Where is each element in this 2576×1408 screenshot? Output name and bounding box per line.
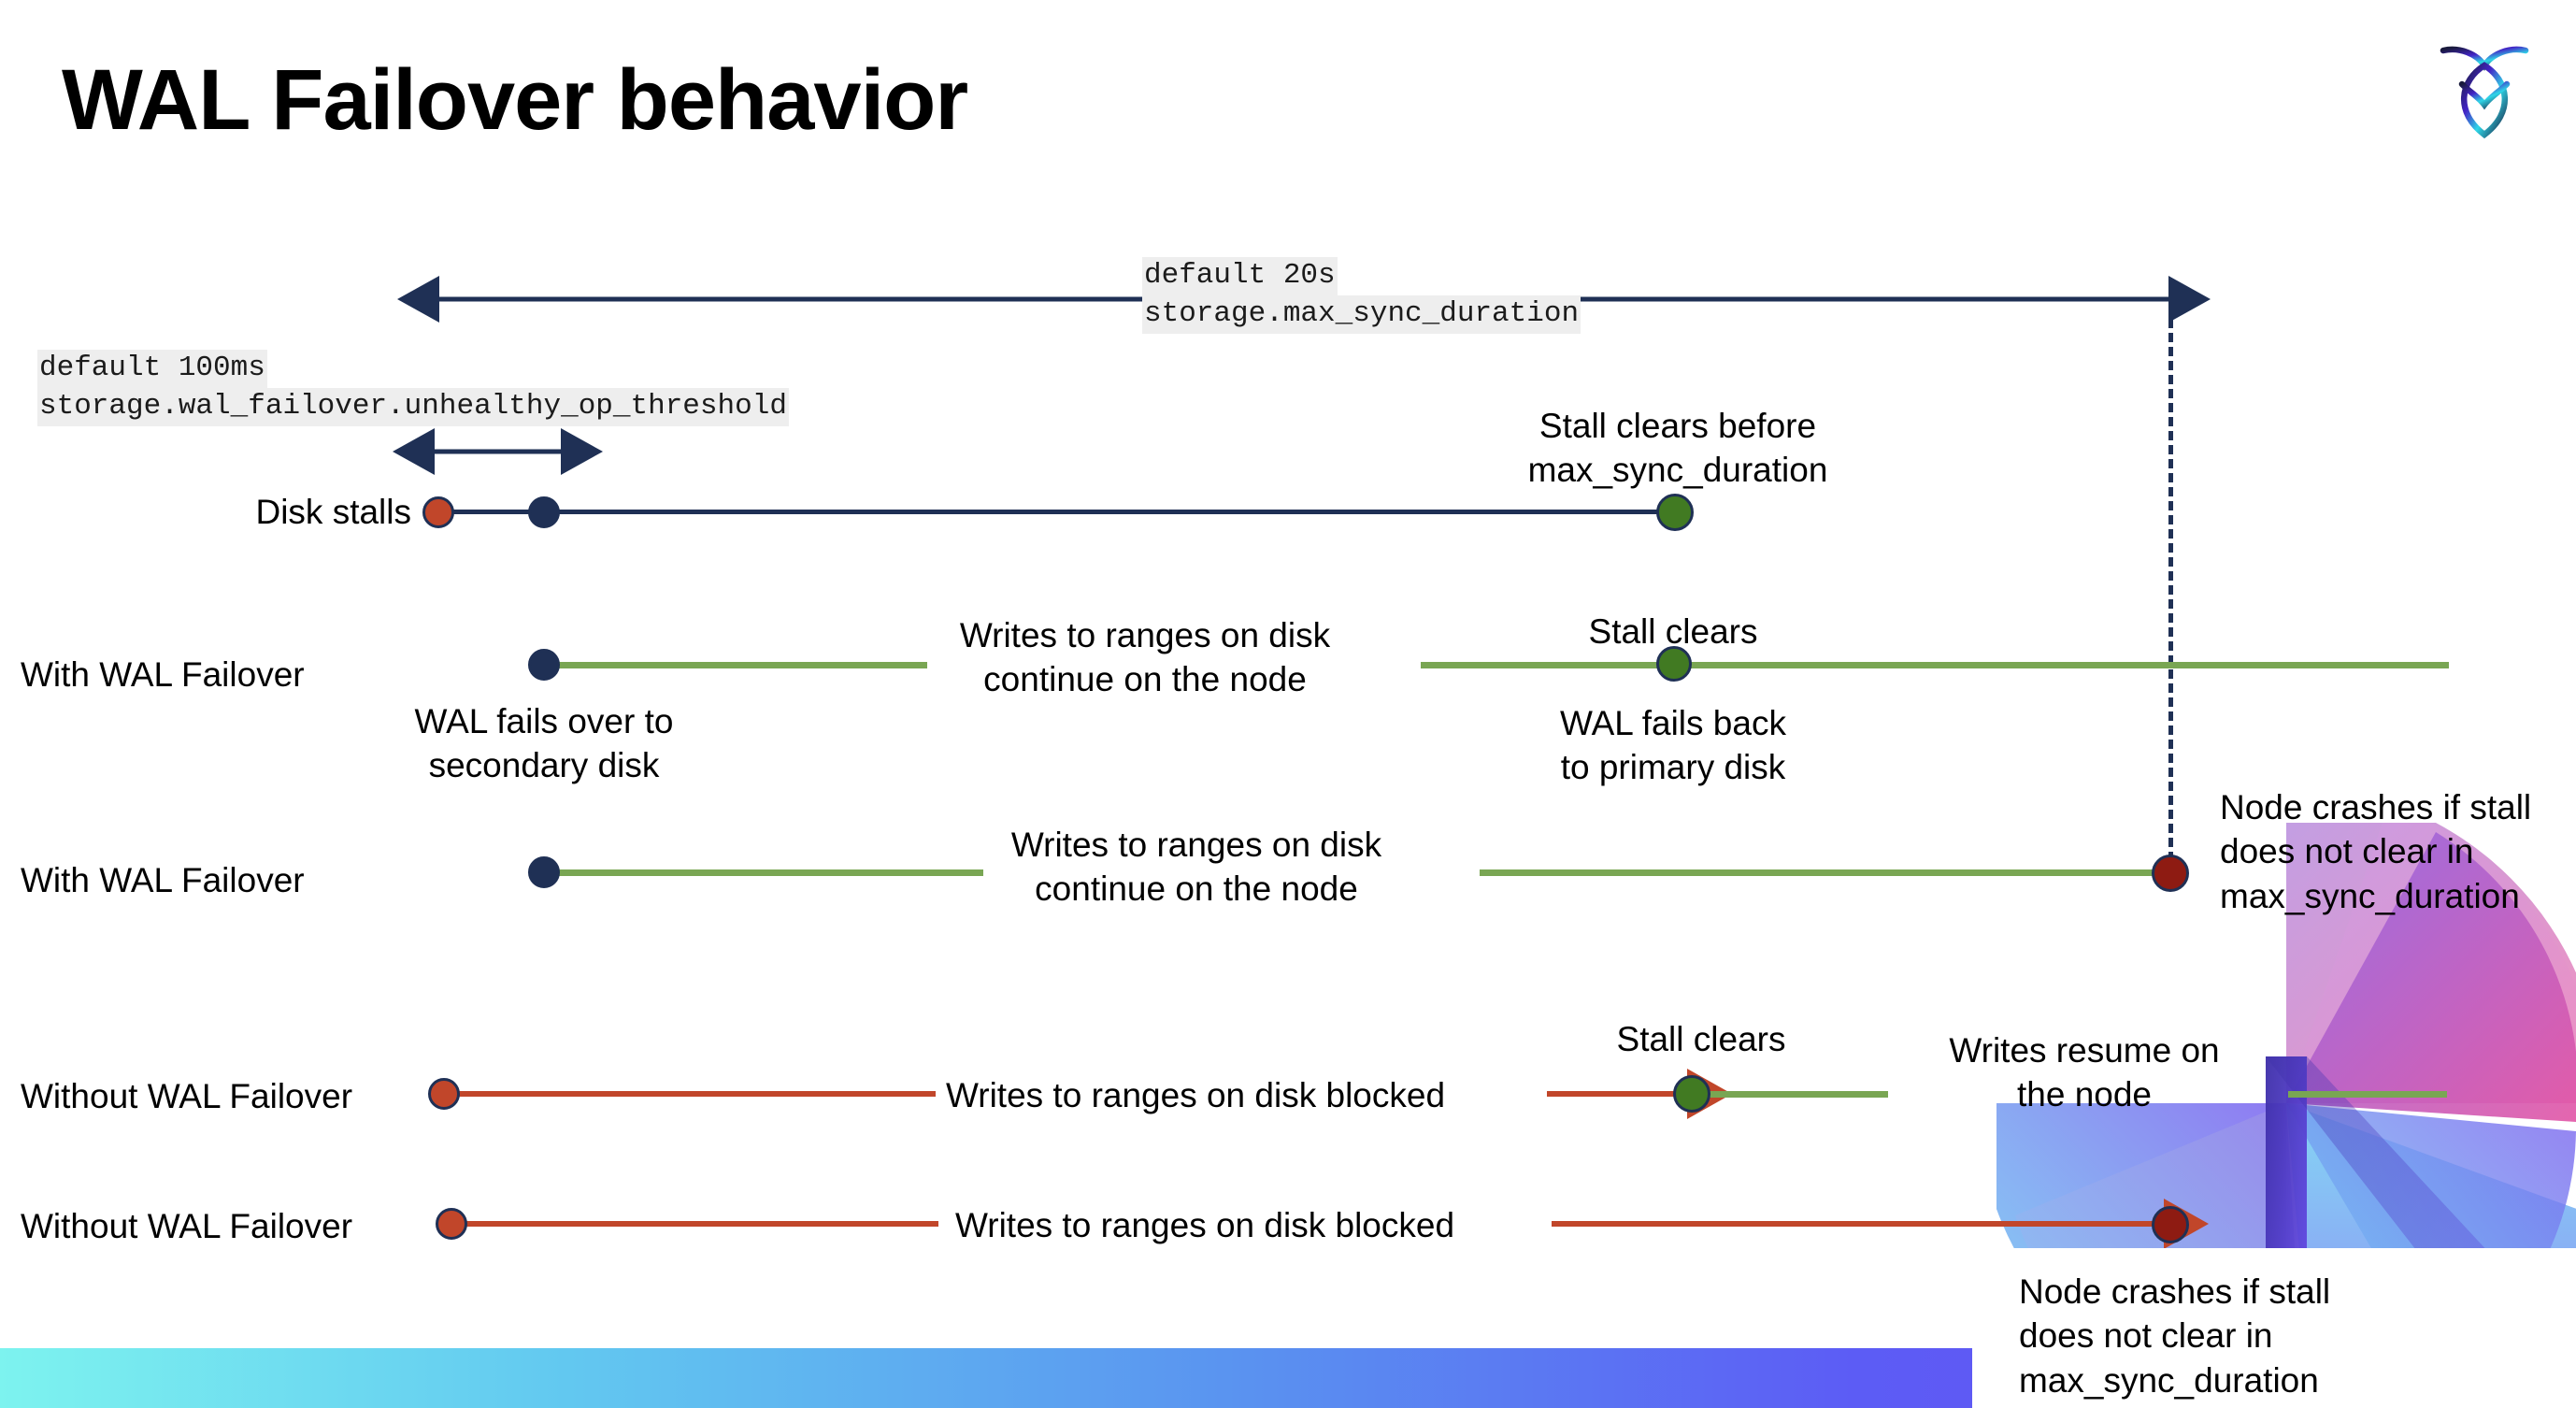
disk-stalls-timeline bbox=[439, 510, 1678, 514]
without-failover-2-line-a bbox=[452, 1221, 938, 1227]
note-stall-clears-2: Stall clears bbox=[1616, 1020, 1786, 1058]
row-label-without-wal-failover-2: Without WAL Failover bbox=[21, 1207, 353, 1245]
page-title: WAL Failover behavior bbox=[62, 52, 968, 148]
with-failover-1-line-a bbox=[544, 662, 927, 668]
without-failover-1-start-dot bbox=[428, 1078, 460, 1110]
unhealthy-op-threshold-setting: default 100ms storage.wal_failover.unhea… bbox=[37, 350, 789, 426]
without-failover-2-crash-dot bbox=[2152, 1206, 2189, 1243]
note-writes-continue-1: Writes to ranges on disk continue on the… bbox=[959, 616, 1331, 699]
with-failover-2-crash-dot bbox=[2152, 855, 2189, 892]
without-failover-1-line-a bbox=[445, 1091, 936, 1097]
note-stall-clears-1: Stall clears bbox=[1588, 612, 1758, 651]
max-sync-dropline bbox=[2168, 305, 2173, 875]
without-failover-1-line-b bbox=[1701, 1091, 1888, 1098]
note-stall-clears-before: Stall clears before max_sync_duration bbox=[1527, 407, 1828, 490]
note-wal-fails-over: WAL fails over to secondary disk bbox=[414, 702, 674, 785]
with-failover-2-start-dot bbox=[528, 856, 560, 888]
note-writes-resume: Writes resume on the node bbox=[1949, 1031, 2220, 1114]
row-label-with-wal-failover-2: With WAL Failover bbox=[21, 861, 305, 899]
note-writes-blocked-2: Writes to ranges on disk blocked bbox=[955, 1206, 1455, 1244]
with-failover-1-start-dot bbox=[528, 649, 560, 681]
note-wal-fails-back: WAL fails back to primary disk bbox=[1560, 704, 1786, 787]
max-sync-duration-setting: default 20s storage.max_sync_duration bbox=[1142, 257, 1581, 334]
unhealthy-op-default-label: default 100ms bbox=[37, 350, 267, 388]
without-failover-1-line-c bbox=[2288, 1091, 2447, 1098]
disk-stalls-start-dot bbox=[422, 496, 454, 528]
with-failover-2-line-b bbox=[1480, 869, 2176, 876]
row-label-disk-stalls: Disk stalls bbox=[255, 493, 411, 531]
max-sync-setting-name: storage.max_sync_duration bbox=[1142, 295, 1581, 334]
node-crash-callout-card bbox=[1972, 1248, 2576, 1408]
without-failover-2-start-dot bbox=[436, 1208, 467, 1240]
disk-stalls-clear-dot bbox=[1656, 494, 1694, 531]
row-label-without-wal-failover-1: Without WAL Failover bbox=[21, 1077, 353, 1115]
disk-stalls-threshold-dot bbox=[528, 496, 560, 528]
with-failover-2-line-a bbox=[544, 869, 983, 876]
note-writes-continue-2: Writes to ranges on disk continue on the… bbox=[1010, 826, 1382, 909]
max-sync-default-label: default 20s bbox=[1142, 257, 1338, 295]
without-failover-1-clear-dot bbox=[1673, 1075, 1710, 1113]
note-node-crashes-1: Node crashes if stall does not clear in … bbox=[2220, 788, 2532, 915]
with-failover-1-line-b bbox=[1421, 662, 2449, 668]
note-node-crashes-2: Node crashes if stall does not clear in … bbox=[2019, 1272, 2331, 1400]
unhealthy-op-setting-name: storage.wal_failover.unhealthy_op_thresh… bbox=[37, 387, 789, 426]
with-failover-1-clear-dot bbox=[1656, 646, 1692, 682]
note-writes-blocked-1: Writes to ranges on disk blocked bbox=[946, 1076, 1446, 1114]
cockroachdb-logo-icon bbox=[2440, 46, 2529, 139]
row-label-with-wal-failover-1: With WAL Failover bbox=[21, 655, 305, 694]
